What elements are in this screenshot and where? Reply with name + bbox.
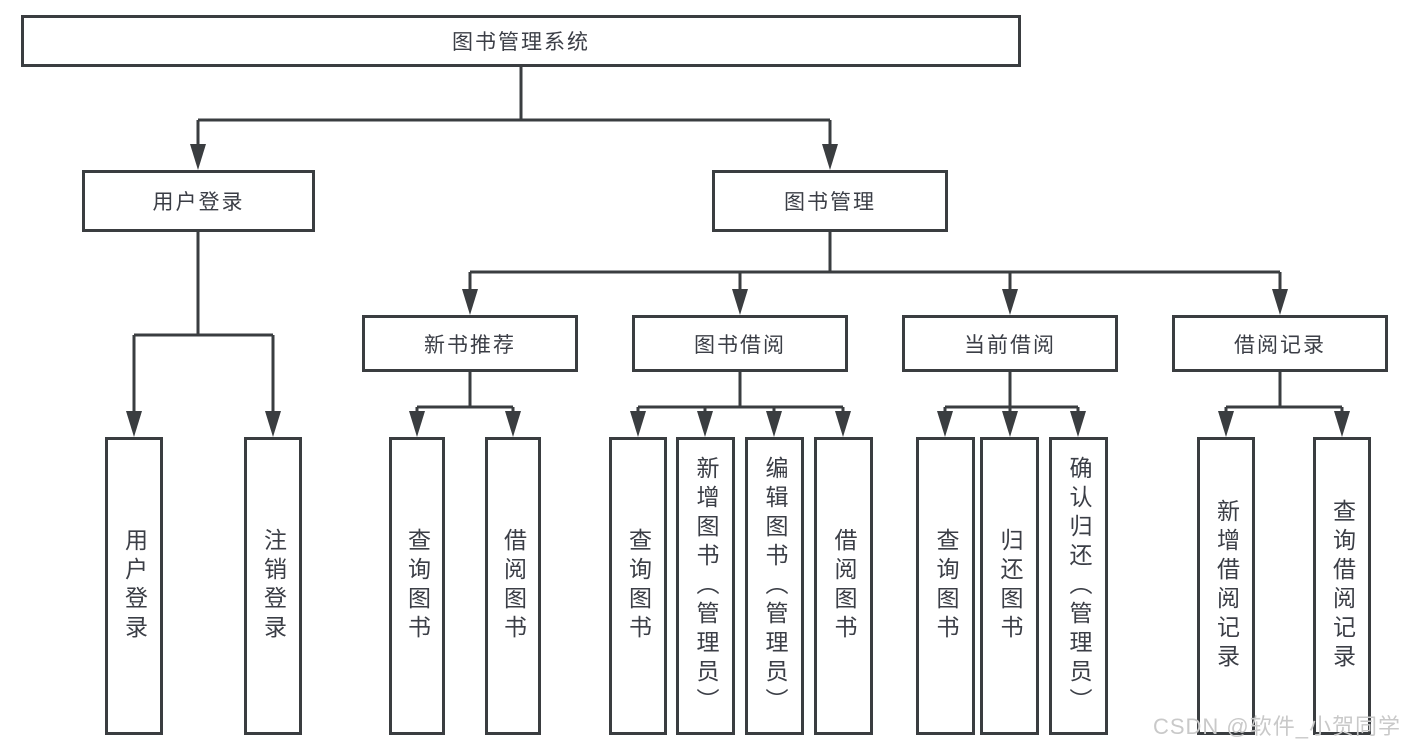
leaf-user-login-label: 用户登录	[121, 528, 148, 644]
leaf-query-borrow-record-label: 查询借阅记录	[1329, 499, 1356, 673]
leaf-confirm-return-admin-label: 确认归还（管理员）	[1066, 455, 1092, 717]
leaf-add-borrow-record: 新增借阅记录	[1197, 437, 1255, 735]
leaf-add-borrow-record-label: 新增借阅记录	[1213, 499, 1240, 673]
leaf-edit-books-admin: 编辑图书（管理员）	[745, 437, 804, 735]
leaf-query-books-2-label: 查询图书	[625, 528, 652, 644]
leaf-query-books-1: 查询图书	[389, 437, 445, 735]
leaf-borrow-books-1: 借阅图书	[485, 437, 541, 735]
leaf-query-books-2: 查询图书	[609, 437, 667, 735]
leaf-logout: 注销登录	[244, 437, 302, 735]
leaf-add-books-admin-label: 新增图书（管理员）	[693, 455, 719, 717]
node-book-borrowing: 图书借阅	[632, 315, 848, 372]
leaf-query-books-3-label: 查询图书	[933, 528, 959, 644]
node-current-borrowing: 当前借阅	[902, 315, 1118, 372]
leaf-borrow-books-1-label: 借阅图书	[500, 528, 527, 644]
leaf-user-login: 用户登录	[105, 437, 163, 735]
leaf-logout-label: 注销登录	[260, 528, 287, 644]
leaf-borrow-books-2: 借阅图书	[814, 437, 873, 735]
leaf-return-books: 归还图书	[980, 437, 1039, 735]
node-new-book-recommendation: 新书推荐	[362, 315, 578, 372]
leaf-confirm-return-admin: 确认归还（管理员）	[1049, 437, 1108, 735]
csdn-watermark: CSDN @软件_小贺同学	[1152, 714, 1401, 739]
leaf-borrow-books-2-label: 借阅图书	[831, 528, 857, 644]
leaf-add-books-admin: 新增图书（管理员）	[676, 437, 735, 735]
node-user-login: 用户登录	[82, 170, 315, 232]
leaf-query-books-3: 查询图书	[916, 437, 975, 735]
leaf-query-borrow-record: 查询借阅记录	[1313, 437, 1371, 735]
leaf-query-books-1-label: 查询图书	[404, 528, 431, 644]
arrowheads	[126, 144, 1350, 437]
node-library-management-system: 图书管理系统	[21, 15, 1021, 67]
node-book-management: 图书管理	[712, 170, 948, 232]
node-borrowing-records: 借阅记录	[1172, 315, 1388, 372]
leaf-edit-books-admin-label: 编辑图书（管理员）	[762, 455, 788, 717]
leaf-return-books-label: 归还图书	[997, 528, 1023, 644]
